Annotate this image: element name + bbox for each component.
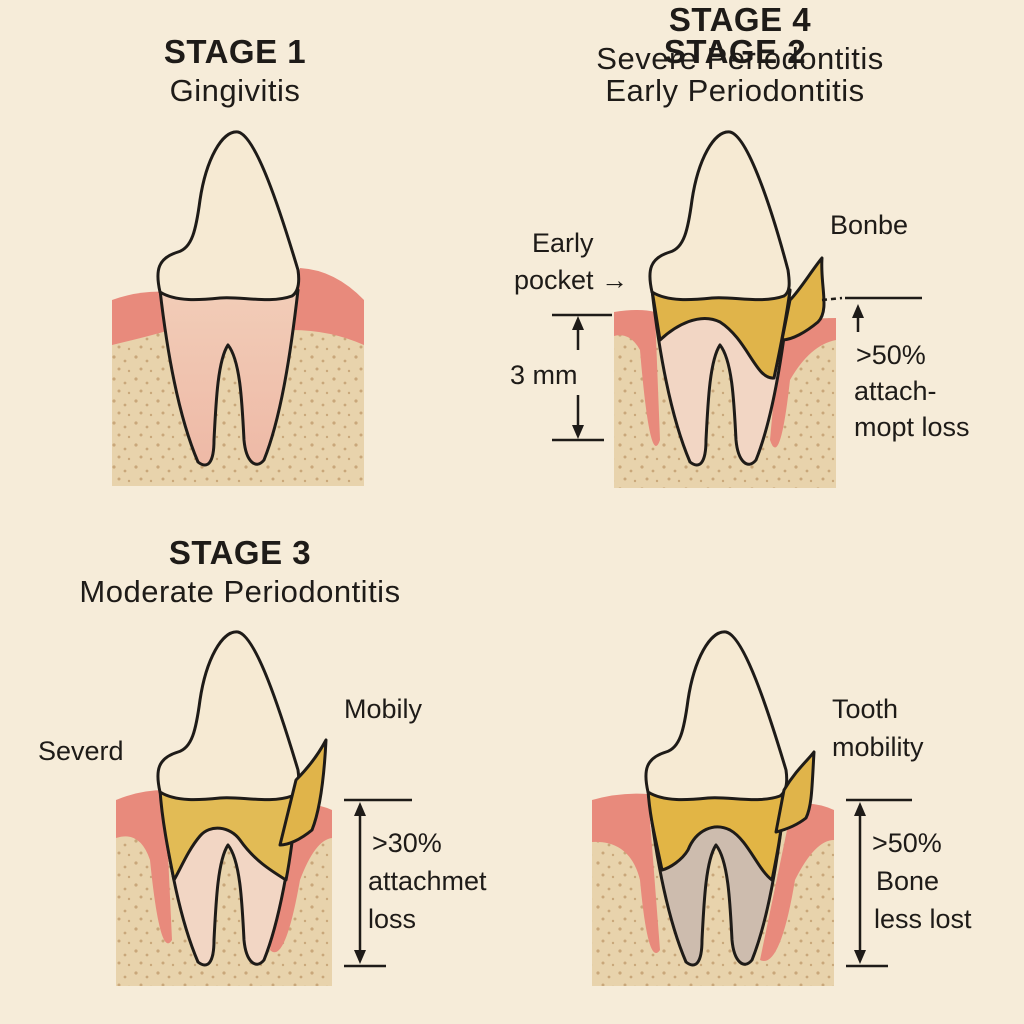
tooth-crown xyxy=(648,130,791,302)
label-text: pocket xyxy=(514,265,594,295)
percent-label: >30% xyxy=(372,828,442,858)
depth-label: 3 mm xyxy=(510,360,578,390)
plaque xyxy=(158,788,300,882)
stage-name: Gingivitis xyxy=(169,72,301,108)
bone-loss-label: Bone xyxy=(876,866,940,896)
early-pocket-label: pocket → xyxy=(514,263,628,298)
stage-label: STAGE 4 xyxy=(668,1,812,38)
stage-label: STAGE 1 xyxy=(163,33,307,70)
panel-title-stage-3: STAGE 3 Moderate Periodontitis xyxy=(30,533,450,610)
label-text: Early xyxy=(532,228,594,258)
gum xyxy=(270,805,332,953)
stage-name: Severe Periodontitis xyxy=(596,40,884,76)
percent-label: >50% xyxy=(856,340,926,370)
tooth-mobility-label: mobility xyxy=(832,732,924,762)
measure-line xyxy=(821,296,843,302)
percent-label: >50% xyxy=(872,828,942,858)
calculus xyxy=(278,738,328,847)
tooth-crown xyxy=(156,130,301,302)
gum xyxy=(112,291,170,345)
early-pocket-label: Early xyxy=(532,226,594,261)
tooth-root xyxy=(158,288,300,467)
stage-label: STAGE 2 xyxy=(663,33,807,70)
stage-name: Early Periodontitis xyxy=(605,72,865,108)
panel-title-stage-4: STAGE 4 Severe Periodontitis xyxy=(545,0,935,77)
stage-2-tooth-diagram xyxy=(552,130,922,488)
stage-1-tooth-diagram xyxy=(112,130,364,486)
attachment-loss-label: loss xyxy=(368,904,417,934)
arrowhead xyxy=(572,425,584,439)
gum xyxy=(116,790,172,944)
attachment-loss-label: attachmet xyxy=(368,866,487,896)
plaque xyxy=(646,788,788,882)
attachment-loss-label: attach- xyxy=(854,376,937,406)
arrowhead xyxy=(854,950,866,964)
arrowhead xyxy=(572,316,584,330)
tooth-crown xyxy=(156,630,301,802)
severd-label: Severd xyxy=(38,736,124,766)
gum xyxy=(614,310,660,446)
panel-title-stage-2: STAGE 2 Early Periodontitis xyxy=(545,32,925,109)
arrow-right-icon: → xyxy=(601,265,629,295)
bone-label: Bonbe xyxy=(830,210,909,240)
attachment-loss-label: mopt loss xyxy=(854,412,970,442)
mobility-label: Mobily xyxy=(344,694,423,724)
bone-loss-label: less lost xyxy=(874,904,972,934)
stage-3-tooth-diagram xyxy=(116,630,412,986)
gum xyxy=(770,318,836,448)
arrowhead xyxy=(854,802,866,816)
arrowhead xyxy=(354,950,366,964)
stage-name: Moderate Periodontitis xyxy=(79,573,401,609)
gum xyxy=(760,803,834,961)
tooth-crown xyxy=(644,630,789,802)
tooth-mobility-label: Tooth xyxy=(832,694,899,724)
panel-title-stage-1: STAGE 1 Gingivitis xyxy=(95,32,375,109)
arrowhead xyxy=(354,802,366,816)
stage-4-tooth-diagram xyxy=(592,630,912,986)
gum xyxy=(592,793,660,954)
arrowhead xyxy=(852,304,864,318)
gum xyxy=(292,268,364,345)
calculus xyxy=(774,750,816,834)
stage-label: STAGE 3 xyxy=(168,534,312,571)
